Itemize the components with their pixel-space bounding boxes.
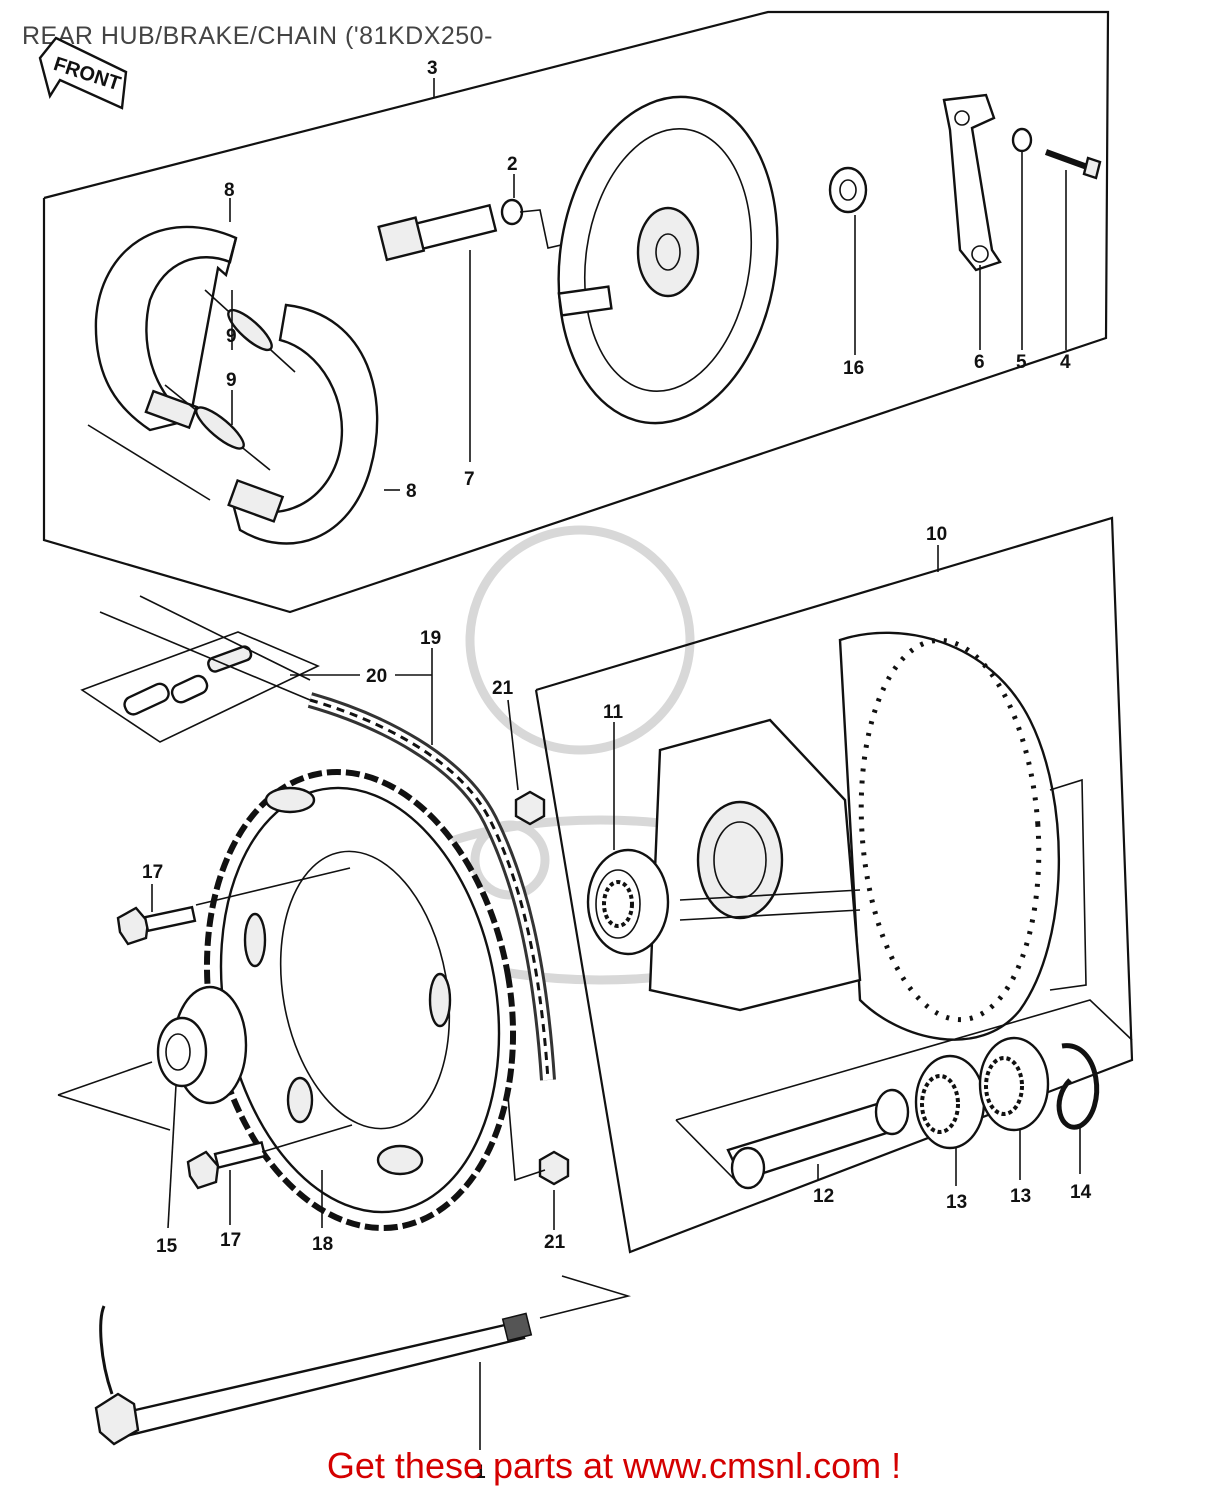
callout-2: 2 <box>507 154 518 175</box>
callout-20: 20 <box>366 666 387 687</box>
callout-1: 1 <box>475 1462 486 1483</box>
callout-9-upper: 9 <box>226 326 237 347</box>
callout-19: 19 <box>420 628 441 649</box>
callout-7: 7 <box>464 469 475 490</box>
cam-lever <box>942 93 1002 272</box>
callout-12: 12 <box>813 1186 834 1207</box>
brake-cam <box>377 198 524 262</box>
sprocket-bolt-upper <box>116 905 197 946</box>
sprocket-nut-upper <box>514 790 546 826</box>
callout-11: 11 <box>603 702 624 723</box>
lever-washer <box>1011 127 1033 153</box>
brake-spring-lower <box>164 384 271 471</box>
lever-bolt <box>1044 149 1102 180</box>
sprocket-nut-lower <box>538 1150 570 1186</box>
callout-5: 5 <box>1016 352 1027 373</box>
hub-bearing-left <box>586 848 670 956</box>
hub-group-outline <box>534 516 1134 1254</box>
drive-chain <box>307 692 556 1081</box>
brake-spring-upper <box>204 289 296 373</box>
axle-sleeve <box>726 1088 910 1190</box>
callout-13-right: 13 <box>1010 1186 1031 1207</box>
callout-4: 4 <box>1060 352 1071 373</box>
callout-16: 16 <box>843 358 864 379</box>
brake-group-outline <box>42 10 1110 614</box>
callout-14: 14 <box>1070 1182 1092 1203</box>
callout-3: 3 <box>427 58 438 79</box>
callout-17-upper: 17 <box>142 862 163 883</box>
callout-10: 10 <box>926 524 947 545</box>
brake-panel <box>557 95 779 425</box>
panel-nut <box>828 166 868 214</box>
brake-shoe-top <box>94 225 238 432</box>
front-arrow-icon: FRONT <box>38 36 128 110</box>
hub-bearing-right <box>978 1036 1050 1132</box>
callout-8-bottom: 8 <box>406 481 417 502</box>
callout-18: 18 <box>312 1234 333 1255</box>
footer-promo-text: Get these parts at www.cmsnl.com ! <box>326 1445 902 1486</box>
rear-sprocket <box>203 769 517 1231</box>
brake-shoe-bottom <box>227 303 379 545</box>
sprocket-bolt-lower <box>186 1140 267 1190</box>
diagram-title: REAR HUB/BRAKE/CHAIN ('81KDX250- <box>22 22 493 50</box>
callout-21-lower: 21 <box>544 1232 566 1253</box>
rear-hub <box>648 631 1060 1041</box>
rear-axle <box>94 1305 533 1446</box>
callout-8-top: 8 <box>224 180 235 201</box>
callout-21-upper: 21 <box>492 678 514 699</box>
callout-17-lower: 17 <box>220 1230 241 1251</box>
sprocket-collar <box>156 985 248 1105</box>
callout-13-left: 13 <box>946 1192 967 1213</box>
callout-15: 15 <box>156 1236 178 1257</box>
callout-6: 6 <box>974 352 985 373</box>
hub-bearing-middle <box>914 1054 986 1150</box>
master-link-set <box>80 631 320 743</box>
circlip <box>1056 1043 1100 1130</box>
callout-9-lower: 9 <box>226 370 237 391</box>
